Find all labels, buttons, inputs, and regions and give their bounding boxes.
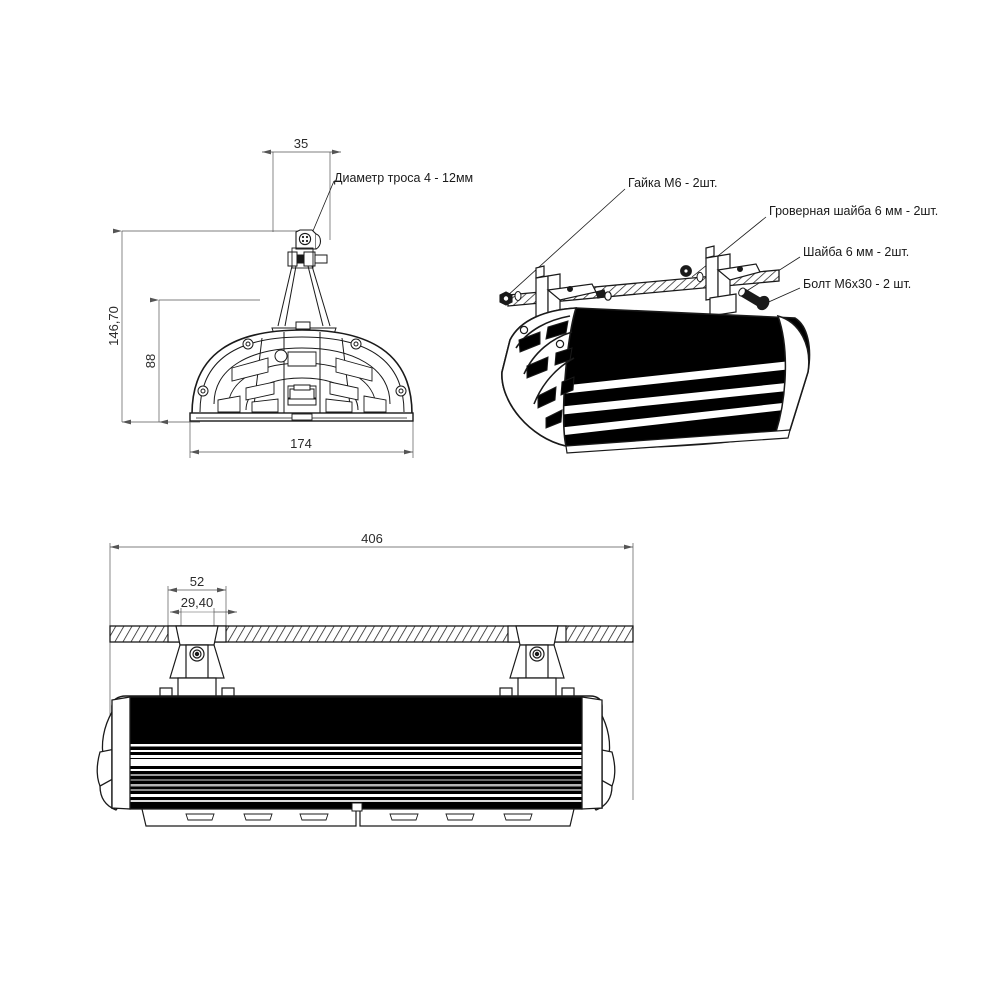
side-luminaire-body: [96, 695, 616, 827]
dim-value-146-70: 146,70: [106, 306, 121, 346]
annotation-spring-washer: Гроверная шайба 6 мм - 2шт.: [691, 204, 938, 278]
annotation-nut-m6: Гайка М6 - 2шт.: [505, 176, 717, 298]
iso-bracket-right: [705, 245, 761, 317]
iso-washer-mid: [696, 271, 704, 283]
front-bolt-assembly: [287, 251, 328, 267]
side-bracket-left: [159, 625, 235, 707]
isometric-view-group: Гайка М6 - 2шт. Гроверная шайба 6 мм - 2…: [499, 176, 938, 454]
label-flat-washer: Шайба 6 мм - 2шт.: [803, 245, 909, 259]
annotation-bolt-m6x30: Болт М6х30 - 2 шт.: [761, 277, 911, 306]
dim-value-52: 52: [190, 574, 204, 589]
iso-washer-left: [514, 291, 522, 301]
label-spring-washer: Гроверная шайба 6 мм - 2шт.: [769, 204, 938, 218]
front-rope-clamp: [295, 229, 322, 250]
label-cable-diameter: Диаметр троса 4 - 12мм: [334, 171, 473, 185]
side-cable: [109, 625, 634, 643]
front-view-group: 35 146,70 88 174: [106, 136, 473, 458]
dim-value-35: 35: [294, 136, 308, 151]
iso-bolt-right: [738, 287, 770, 311]
label-bolt-m6x30: Болт М6х30 - 2 шт.: [803, 277, 911, 291]
dimension-88: 88: [143, 297, 260, 425]
dim-value-88: 88: [143, 354, 158, 368]
dim-value-406: 406: [361, 531, 383, 546]
dim-value-174: 174: [290, 436, 312, 451]
iso-spring-washer-mid: [680, 265, 692, 277]
front-dome-housing: [189, 329, 414, 422]
iso-nut-left: [499, 291, 513, 306]
label-nut-m6: Гайка М6 - 2шт.: [628, 176, 717, 190]
dimension-52: 52: [167, 574, 227, 635]
dimension-174: 174: [189, 414, 414, 458]
side-bracket-right: [499, 625, 575, 707]
heatsink-fins: [130, 744, 582, 802]
dimension-35: 35: [262, 136, 341, 240]
annotation-cable-diameter: Диаметр троса 4 - 12мм: [309, 171, 473, 239]
iso-luminaire-body: [501, 307, 811, 454]
dimension-146-70: 146,70: [106, 228, 300, 425]
side-view-group: 406 52 29,40: [96, 531, 634, 827]
dim-value-29-40: 29,40: [181, 595, 214, 610]
